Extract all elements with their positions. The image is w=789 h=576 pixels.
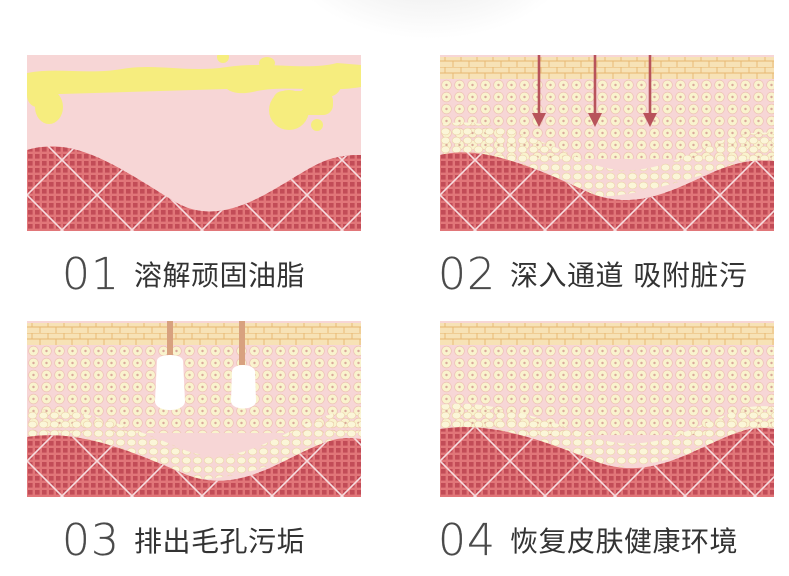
oil-layer	[27, 55, 361, 131]
step-2-number: 02	[438, 248, 496, 300]
step-4-label: 恢复皮肤健康环境	[510, 525, 739, 558]
basal-layer	[440, 403, 774, 468]
step-2-label: 深入通道 吸附脏污	[510, 259, 748, 292]
step-1-number: 01	[62, 248, 120, 300]
surface-band	[440, 323, 774, 345]
dermis-layer	[27, 146, 361, 231]
step-3-caption: 03 排出毛孔污垢	[62, 512, 305, 568]
step-2-caption: 02 深入通道 吸附脏污	[438, 246, 747, 302]
basal-layer	[27, 409, 361, 480]
dermis-layer	[27, 435, 361, 497]
surface-band	[27, 323, 361, 345]
step-3-label: 排出毛孔污垢	[134, 525, 306, 558]
step-1-caption: 01 溶解顽固油脂	[62, 246, 305, 302]
step-2-illustration	[440, 55, 774, 231]
step-4-number: 04	[438, 514, 496, 566]
surface-band	[440, 57, 774, 79]
step-1-label: 溶解顽固油脂	[134, 259, 306, 292]
pore-dirt	[155, 321, 256, 410]
dermis-layer	[440, 152, 774, 231]
step-3-illustration	[27, 321, 361, 497]
step-4-illustration	[440, 321, 774, 497]
step-4-caption: 04 恢复皮肤健康环境	[438, 512, 738, 568]
step-3-number: 03	[62, 514, 120, 566]
background-glow	[280, 0, 580, 40]
arrow-down-icon	[532, 55, 657, 127]
step-1-illustration	[27, 55, 361, 231]
dermis-layer	[440, 427, 774, 497]
basal-layer	[440, 122, 774, 197]
